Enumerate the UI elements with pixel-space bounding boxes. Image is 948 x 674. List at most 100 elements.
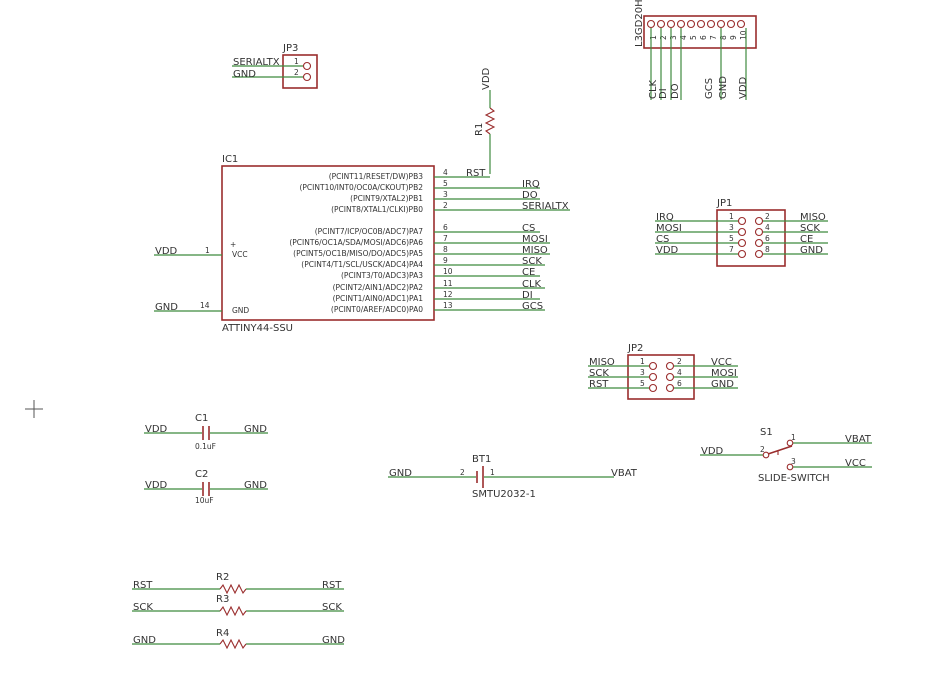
ic1-pin-number: 7 (443, 234, 448, 243)
ic1-net-cs: CS (522, 223, 535, 234)
l3gd20h-pin-number: 8 (719, 35, 728, 40)
ic1-pin-label: (PCINT7/ICP/OC0B/ADC7)PA7 (315, 227, 423, 236)
ic1-pin-number: 2 (443, 201, 448, 210)
jp2-pin-number: 1 (640, 357, 645, 366)
r4-name: R4 (216, 628, 229, 639)
ic1-pin-label: (PCINT9/XTAL2)PB1 (350, 194, 423, 203)
r3-net-left: SCK (133, 602, 153, 613)
c2-net-right: GND (244, 480, 267, 491)
jp2-net-label: MISO (589, 357, 615, 368)
jp1-body (716, 209, 786, 267)
s1-name: S1 (760, 427, 773, 438)
ic1-vcc-plus-icon: + (230, 240, 236, 249)
jp1-net-label: SCK (800, 223, 820, 234)
crosshair-cursor-icon (25, 400, 43, 418)
l3gd20h-net-gnd: GND (718, 76, 729, 99)
ic1-net-sck: SCK (522, 256, 542, 267)
jp2-pin-contact (665, 383, 675, 393)
jp1-pin-contact (737, 249, 747, 259)
jp2-pin-number: 3 (640, 368, 645, 377)
jp2-pin-contact (648, 361, 658, 371)
ic1-pin-number: 12 (443, 290, 453, 299)
r1-zigzag (484, 107, 496, 135)
r3-name: R3 (216, 594, 229, 605)
r2-net-right: RST (322, 580, 342, 591)
ic1-net-serialtx: SERIALTX (522, 201, 569, 212)
jp3-connector[interactable]: JP3 1 2 SERIALTX GND (232, 43, 318, 89)
c2-value: 10uF (195, 496, 214, 505)
c1-capacitor[interactable]: C1 0.1uF VDD GND (144, 413, 268, 451)
ic1-pin-label: (PCINT4/T1/SCL/USCK/ADC4)PA4 (301, 260, 423, 269)
r1-name: R1 (474, 123, 485, 136)
r2-zigzag (219, 583, 247, 595)
bt1-value: SMTU2032-1 (472, 489, 536, 500)
jp2-net-label: RST (589, 379, 609, 390)
jp2-net-label: SCK (589, 368, 609, 379)
ic1-pin-number: 4 (443, 168, 448, 177)
jp3-pin-1-contact (302, 61, 312, 71)
l3gd20h-pin-contact (696, 19, 706, 29)
ic1-pin-number: 8 (443, 245, 448, 254)
c2-net-left: VDD (145, 480, 168, 491)
jp1-pin-contact (754, 238, 764, 248)
l3gd20h-pin-contact (706, 19, 716, 29)
jp2-net-label: VCC (711, 357, 732, 368)
l3gd20h-net-do: DO (670, 83, 681, 99)
jp2-pin-number: 6 (677, 379, 682, 388)
jp1-pin-number: 1 (729, 212, 734, 221)
jp3-name: JP3 (282, 43, 298, 54)
r3-resistor[interactable]: R3 SCK SCK (132, 594, 344, 617)
jp1-net-label: CS (656, 234, 669, 245)
l3gd20h-pin-number: 5 (689, 35, 698, 40)
l3gd20h-net-clk: CLK (648, 79, 659, 99)
l3gd20h-pin-contact (646, 19, 656, 29)
c1-net-right: GND (244, 424, 267, 435)
ic1-pin-number: 6 (443, 223, 448, 232)
jp3-pin-2-number: 2 (294, 68, 299, 77)
l3gd20h-pin-number: 6 (699, 35, 708, 40)
jp2-net-label: MOSI (711, 368, 737, 379)
jp2-connector[interactable]: JP2 1 3 5 2 4 6 MISO SCK RST VCC MOSI GN… (588, 343, 738, 400)
bt1-net-right: VBAT (611, 468, 638, 479)
ic1-pin-label: (PCINT2/AIN1/ADC2)PA2 (333, 283, 424, 292)
jp2-pin-contact (648, 383, 658, 393)
l3gd20h-pin-contact (736, 19, 746, 29)
ic1-net-mosi: MOSI (522, 234, 548, 245)
ic1-pin-label: (PCINT5/OC1B/MISO/DO/ADC5)PA5 (293, 249, 423, 258)
ic1-chip[interactable]: IC1 ATTINY44-SSU VDD 1 VCC + GND 14 GND … (154, 154, 570, 334)
l3gd20h-connector[interactable]: L3GD20H 1 2 3 4 5 6 7 8 9 10 CLK DI DO (634, 0, 757, 100)
ic1-pin-number: 10 (443, 267, 453, 276)
bt1-net-left: GND (389, 468, 412, 479)
jp1-net-label: MOSI (656, 223, 682, 234)
c2-capacitor[interactable]: C2 10uF VDD GND (144, 469, 268, 505)
r2-net-left: RST (133, 580, 153, 591)
jp1-pin-number: 7 (729, 245, 734, 254)
r2-resistor[interactable]: R2 RST RST (132, 572, 344, 595)
l3gd20h-pin-contact (716, 19, 726, 29)
jp2-pin-number: 2 (677, 357, 682, 366)
jp2-pin-number: 5 (640, 379, 645, 388)
jp2-pin-contact (665, 372, 675, 382)
ic1-name: IC1 (222, 154, 238, 165)
s1-top-contact (786, 439, 794, 447)
jp1-pin-number: 3 (729, 223, 734, 232)
s1-slide-switch[interactable]: S1 SLIDE-SWITCH 2 1 3 VDD VBAT VCC (700, 427, 872, 484)
jp1-net-label: VDD (656, 245, 679, 256)
jp2-contacts (648, 361, 675, 393)
jp1-pin-contact (754, 249, 764, 259)
jp1-pin-number: 2 (765, 212, 770, 221)
jp1-connector[interactable]: JP1 1 3 5 7 2 4 6 8 IRQ MOSI CS VDD MISO (655, 198, 828, 267)
r2-name: R2 (216, 572, 229, 583)
l3gd20h-net-gcs: GCS (704, 78, 715, 99)
r1-resistor[interactable]: VDD R1 (474, 67, 496, 174)
r3-zigzag (219, 605, 247, 617)
ic1-pin-label: (PCINT0/AREF/ADC0)PA0 (331, 305, 423, 314)
ic1-pin-number: 11 (443, 279, 453, 288)
s1-pin-number: 1 (791, 433, 796, 442)
ic1-pin-label: (PCINT3/T0/ADC3)PA3 (341, 271, 423, 280)
bt1-battery[interactable]: BT1 SMTU2032-1 2 1 GND VBAT (388, 454, 638, 500)
r4-resistor[interactable]: R4 GND GND (132, 628, 345, 650)
ic1-pin-label: (PCINT1/AIN0/ADC1)PA1 (333, 294, 424, 303)
ic1-pin-label: (PCINT11/RESET/DW)PB3 (329, 172, 424, 181)
l3gd20h-pin-number: 3 (669, 35, 678, 40)
